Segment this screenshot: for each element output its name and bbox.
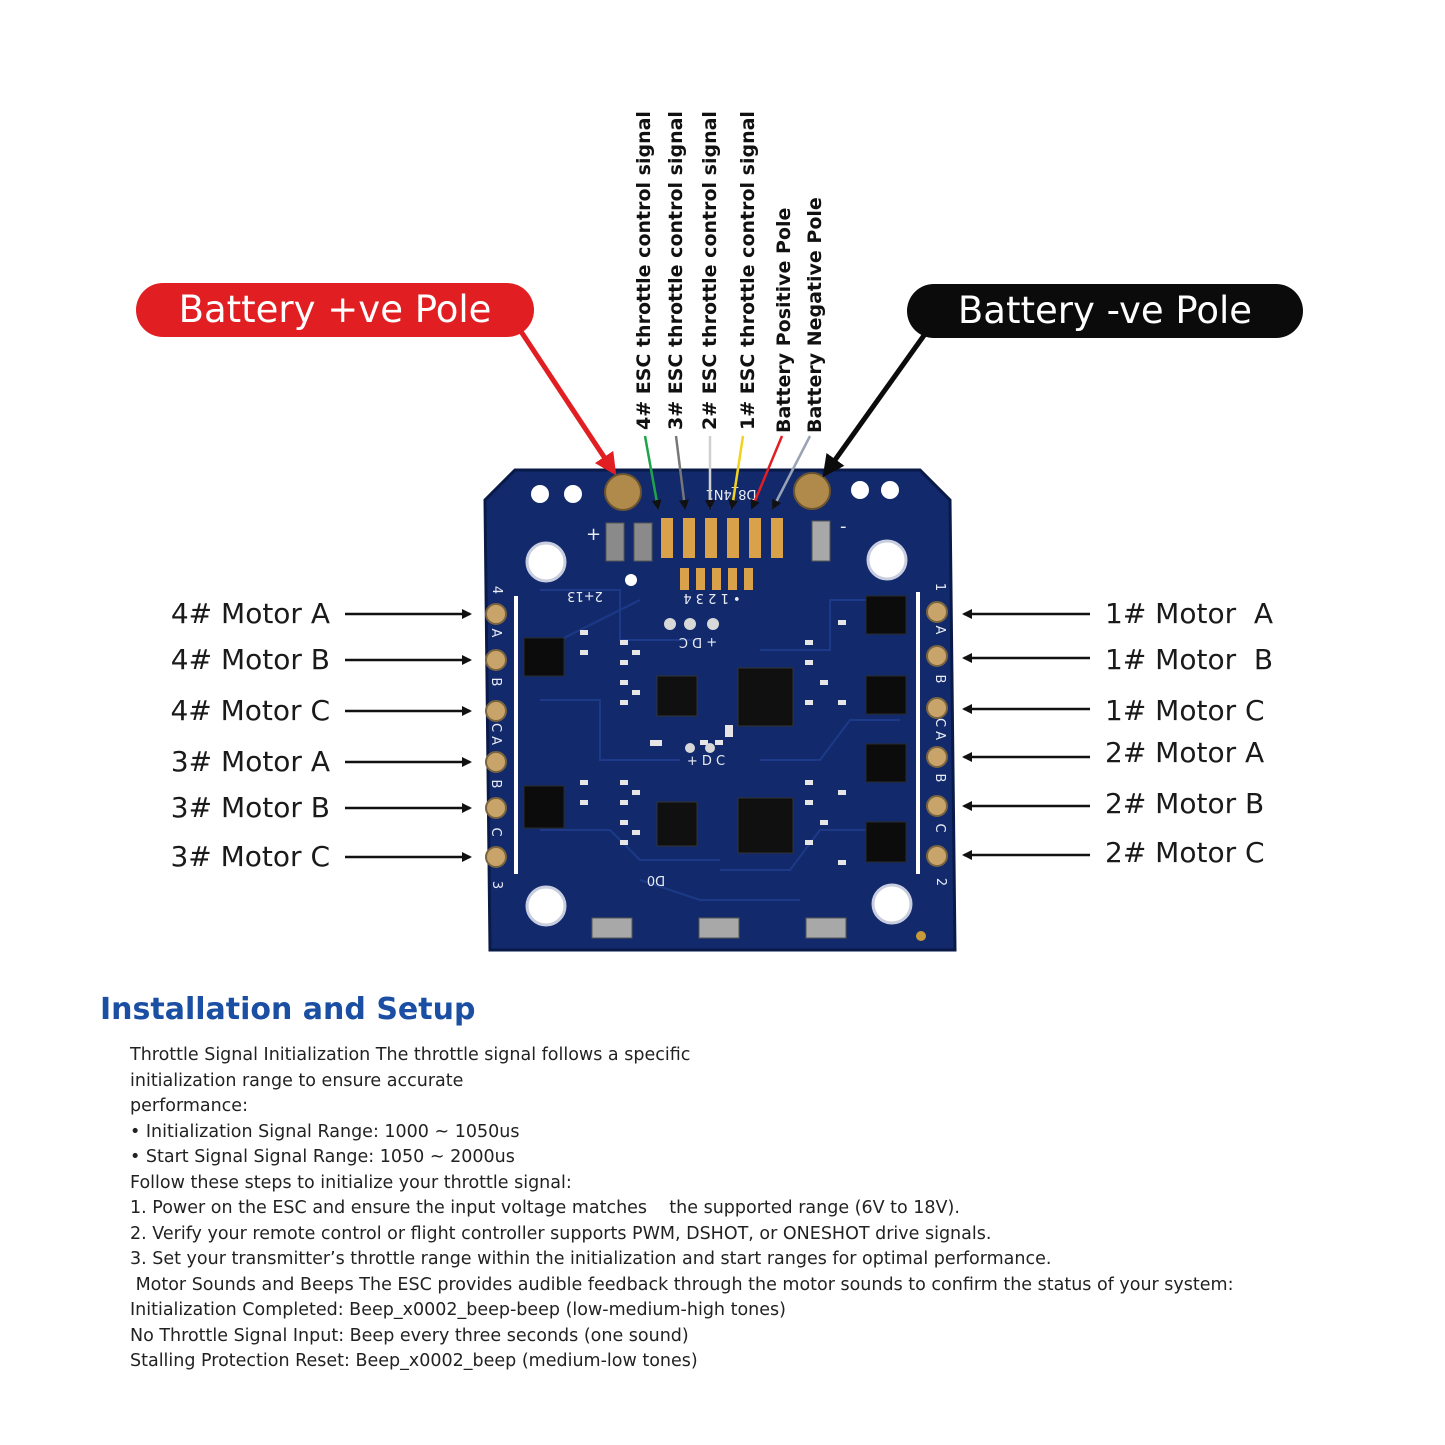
silk-pin-numbers: • 1 2 3 4	[683, 590, 740, 605]
motor-label-left: 4# Motor C	[170, 694, 330, 727]
battery-positive-callout: Battery +ve Pole	[136, 283, 534, 337]
silk-top-name: D8_4N1	[705, 486, 756, 501]
motor-label-right: 2# Motor A	[1105, 736, 1265, 769]
battery-positive-arrow	[517, 328, 617, 476]
esc-wiring-diagram: D8_4N1 + - • 1 2 3 4 + D C + D C 2+13 D0…	[136, 111, 1303, 952]
silk-pad-letter-right: B	[932, 675, 947, 684]
body-line: Throttle Signal Initialization The throt…	[130, 1045, 691, 1065]
mounting-holes	[525, 481, 926, 941]
esc-board-illustration: D8_4N1 + - • 1 2 3 4 + D C + D C 2+13 D0…	[345, 328, 1090, 952]
right-pad-stripe	[916, 592, 920, 874]
smd-components	[580, 620, 846, 865]
wire-lead-3	[674, 435, 689, 510]
silk-bottom-label: D0	[647, 872, 665, 887]
right-motor-arrows	[962, 609, 1090, 860]
silk-pad-letter-left: C	[488, 827, 503, 836]
silk-side-left-bottom: 3	[489, 881, 504, 889]
wire-label-esc2: 2# ESC throttle control signal	[699, 111, 721, 430]
battery-negative-arrow	[822, 332, 928, 478]
motor-label-left: 4# Motor A	[170, 597, 330, 630]
body-line: No Throttle Signal Input: Beep every thr…	[130, 1325, 689, 1346]
silk-side-left: 4	[489, 586, 504, 594]
silk-pad-letter-left: A	[488, 629, 503, 638]
wire-lead-1	[728, 435, 745, 510]
right-motor-pads	[926, 601, 948, 867]
silk-pad-letter-left: B	[488, 678, 503, 687]
battery-positive-pad	[604, 473, 642, 511]
driver-ics	[656, 667, 794, 854]
section-title: Installation and Setup	[100, 992, 476, 1027]
motor-label-left: 3# Motor A	[170, 745, 330, 778]
wire-label-esc3: 3# ESC throttle control signal	[665, 111, 687, 430]
silk-side-right-bottom: 2	[933, 878, 948, 886]
silk-minus: -	[840, 516, 847, 537]
motor-label-right: 2# Motor B	[1105, 787, 1265, 820]
battery-negative-callout: Battery -ve Pole	[907, 284, 1303, 338]
dc-test-points	[664, 618, 719, 753]
silk-side-right: 1	[932, 583, 947, 591]
battery-negative-pad	[793, 472, 831, 510]
silk-pad-letter-right: A	[932, 626, 947, 635]
body-line: Follow these steps to initialize your th…	[130, 1172, 572, 1193]
left-motor-arrows	[345, 609, 472, 862]
silk-pad-letter-left: B	[488, 780, 503, 789]
wire-lead-4	[643, 435, 662, 510]
silk-small-code: 2+13	[567, 588, 603, 603]
mosfets	[523, 595, 907, 863]
signal-pads	[661, 518, 783, 590]
motor-label-left: 3# Motor C	[170, 840, 330, 873]
body-line: initialization range to ensure accurate	[130, 1070, 464, 1091]
silk-pad-letter-right: B	[932, 774, 947, 783]
silk-plus: +	[586, 524, 601, 545]
body-line: 1. Power on the ESC and ensure the input…	[130, 1198, 960, 1218]
motor-label-right: 2# Motor C	[1105, 836, 1265, 869]
body-line: • Initialization Signal Range: 1000 ~ 10…	[130, 1121, 520, 1142]
silk-pad-letter-right: C	[932, 823, 947, 832]
wire-label-battery-negative: Battery Negative Pole	[804, 197, 826, 433]
silkscreen: D8_4N1 + - • 1 2 3 4 + D C + D C 2+13 D0…	[488, 486, 948, 889]
silk-dc-top: + D C	[679, 634, 717, 649]
motor-label-left: 3# Motor B	[170, 791, 330, 824]
left-pad-stripe	[514, 596, 518, 874]
body-line: 3. Set your transmitter’s throttle range…	[130, 1249, 1052, 1269]
wire-lead-positive	[750, 435, 784, 510]
body-line: Initialization Completed: Beep_x0002_bee…	[130, 1300, 786, 1320]
wire-leads	[643, 435, 812, 510]
capacitors	[591, 520, 847, 939]
wire-label-battery-positive: Battery Positive Pole	[773, 207, 795, 433]
silk-pad-letter-right: C A	[932, 718, 947, 740]
motor-label-left: 4# Motor B	[170, 643, 330, 676]
wire-label-esc4: 4# ESC throttle control signal	[633, 111, 655, 430]
body-line: Stalling Protection Reset: Beep_x0002_be…	[130, 1351, 698, 1371]
body-line: Motor Sounds and Beeps The ESC provides …	[130, 1274, 1234, 1295]
silk-dc-mid: + D C	[687, 754, 725, 769]
motor-label-right: 1# Motor A	[1105, 597, 1274, 630]
motor-label-right: 1# Motor C	[1105, 694, 1265, 727]
left-motor-pads	[485, 603, 507, 868]
silk-pad-letter-left: C A	[488, 723, 503, 745]
motor-label-right: 1# Motor B	[1105, 643, 1274, 676]
body-line: performance:	[130, 1096, 248, 1116]
body-line: • Start Signal Signal Range: 1050 ~ 2000…	[130, 1147, 515, 1167]
body-line: 2. Verify your remote control or flight …	[130, 1223, 992, 1244]
installation-body: Throttle Signal Initialization The throt…	[130, 1043, 1330, 1375]
wire-lead-negative	[771, 435, 812, 510]
wire-label-esc1: 1# ESC throttle control signal	[737, 111, 759, 430]
